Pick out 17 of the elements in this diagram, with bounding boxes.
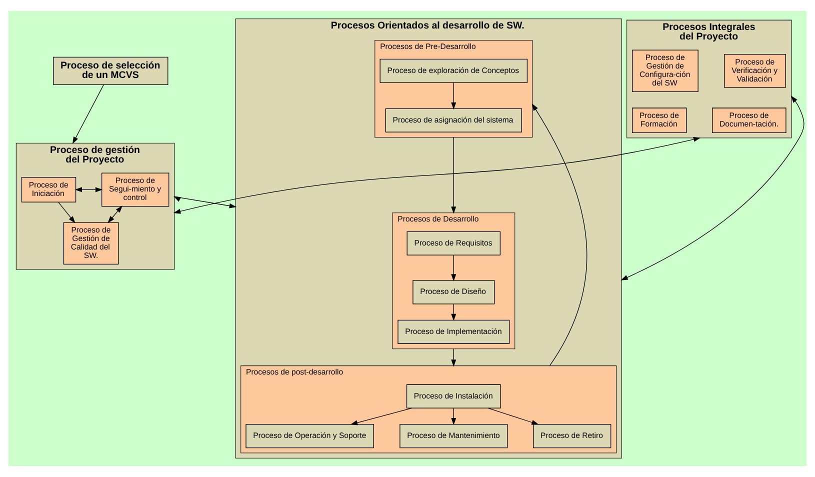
arrow [451, 348, 456, 367]
arrow [451, 304, 456, 322]
arrow [174, 196, 237, 208]
arrow [451, 408, 456, 426]
arrow [58, 202, 76, 224]
node-box: Proceso de selección de un MCVS [53, 56, 168, 85]
arrow [620, 96, 804, 280]
arrow [74, 187, 103, 192]
arrow [488, 408, 539, 425]
arrow [108, 206, 122, 224]
arrow [532, 104, 587, 366]
arrow [350, 408, 412, 426]
arrow [451, 254, 456, 282]
arrow [451, 136, 456, 214]
arrow [451, 82, 456, 110]
arrow [72, 84, 104, 144]
arrow [173, 136, 701, 214]
